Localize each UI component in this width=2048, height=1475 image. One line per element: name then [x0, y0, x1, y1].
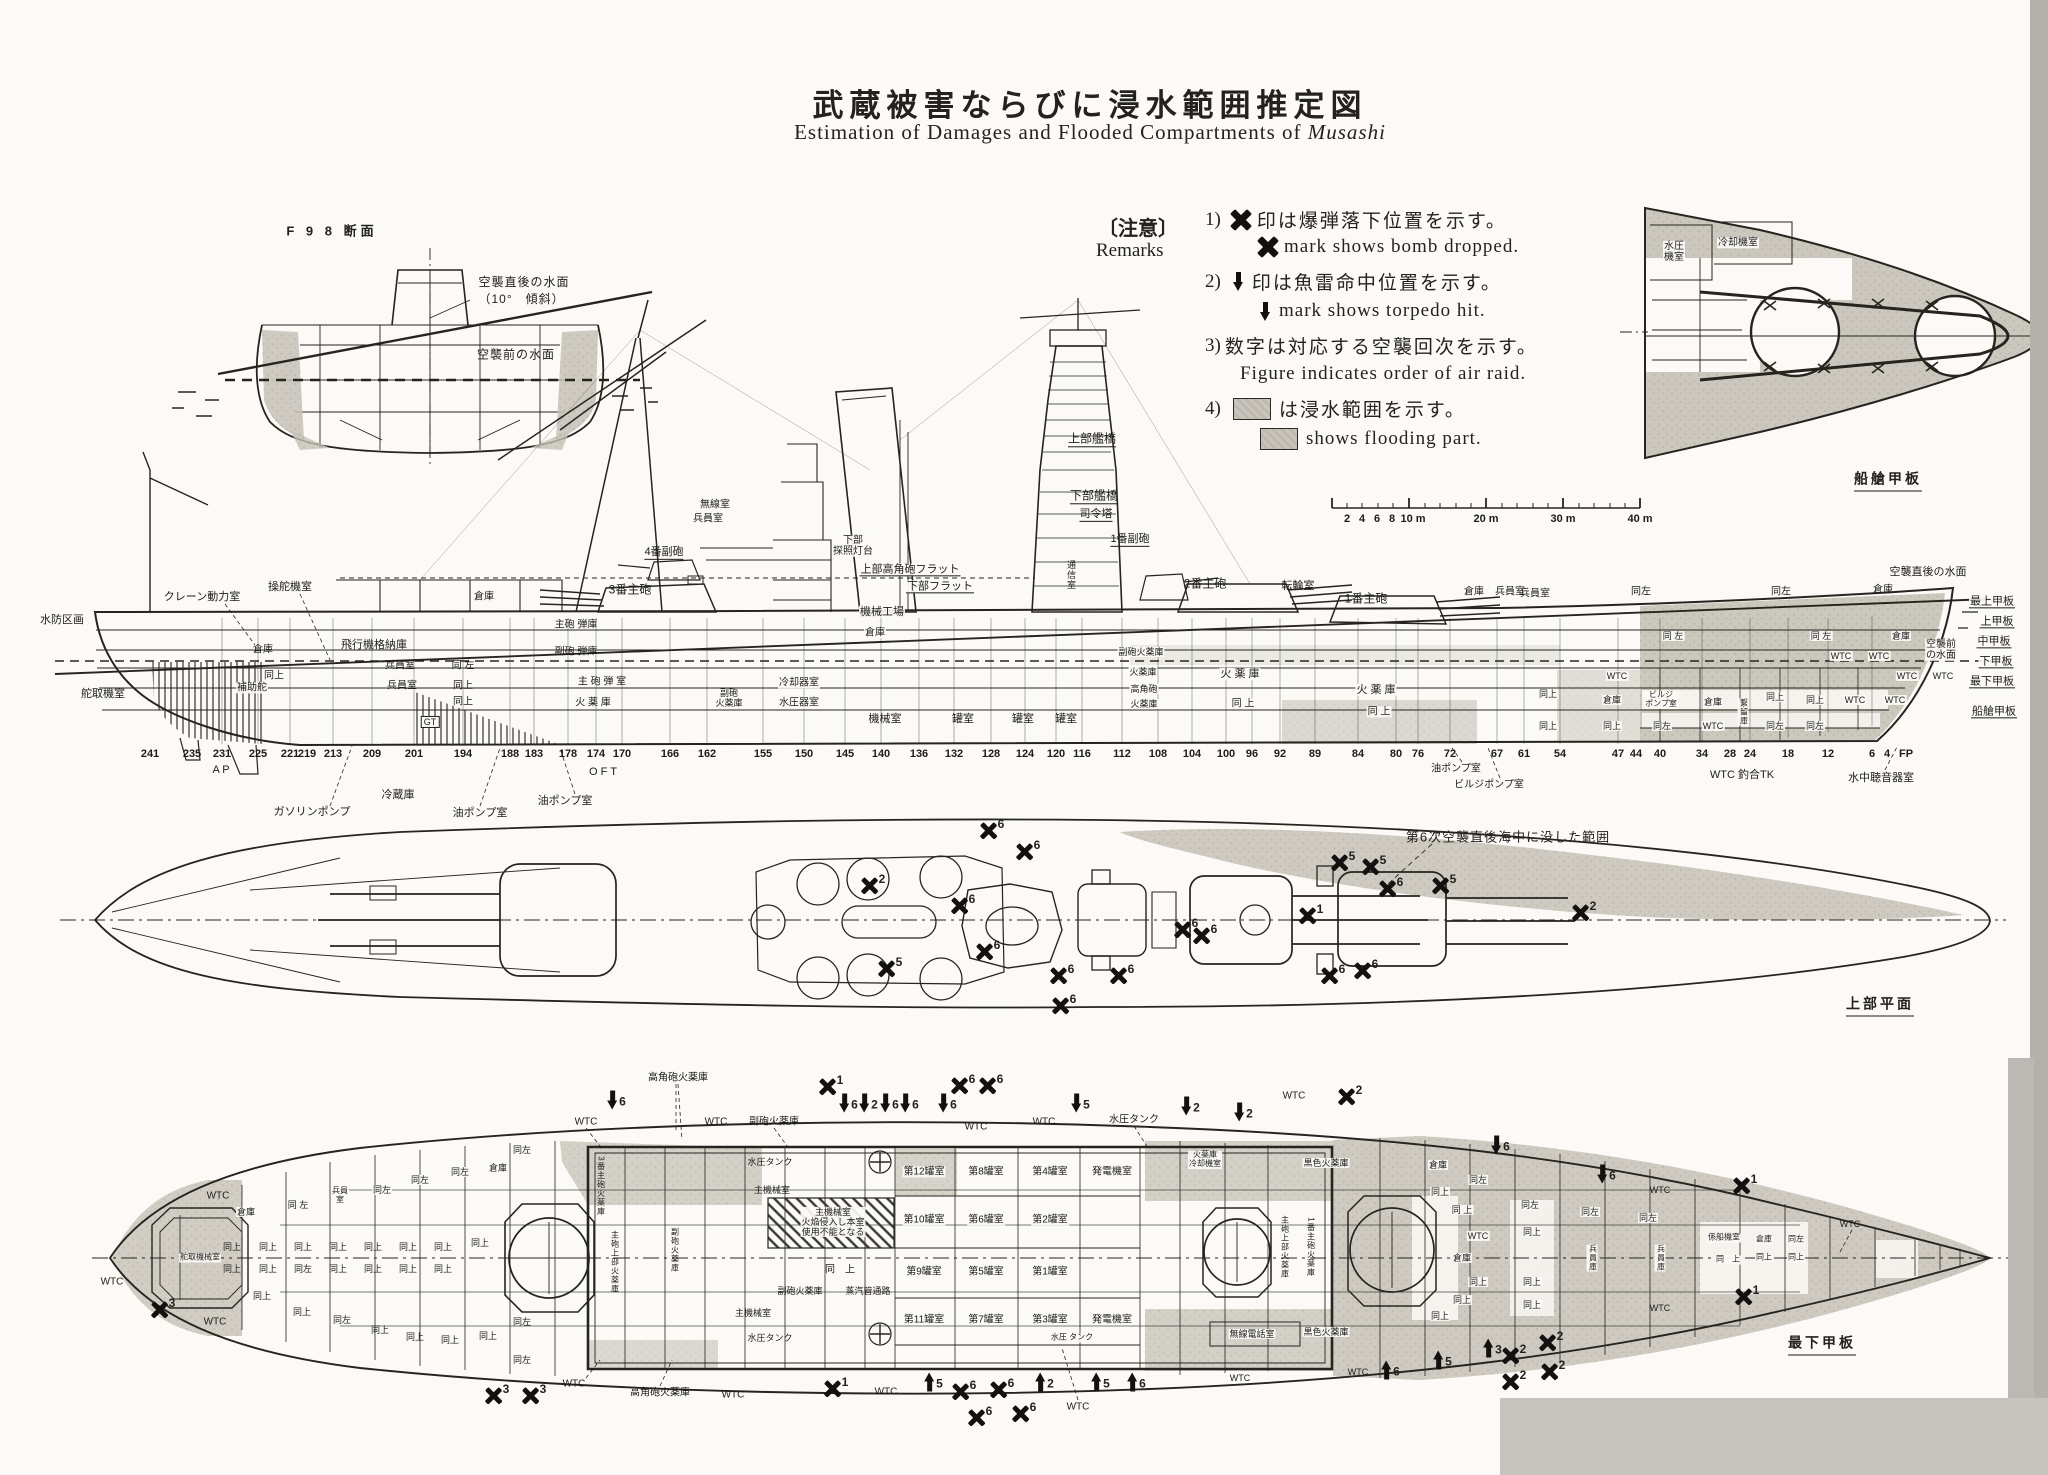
- legend-1-text-en: mark shows bomb dropped.: [1284, 236, 1520, 257]
- legend-item-1-en: mark shows bomb dropped.: [1252, 236, 1519, 258]
- remarks-heading-en: Remarks: [1096, 240, 1164, 261]
- legend-1-text-ja: 印は爆弾落下位置を示す。: [1256, 211, 1507, 232]
- legend-2-text-en: mark shows torpedo hit.: [1279, 300, 1486, 321]
- legend-item-2-ja: 2) 印は魚雷命中位置を示す。: [1205, 268, 1502, 295]
- page-title-japanese: 武蔵被害ならびに浸水範囲推定図: [812, 88, 1368, 123]
- legend-3-text-en: Figure indicates order of air raid.: [1240, 363, 1527, 384]
- f98-cross-section-drawing: [172, 248, 658, 468]
- legend-item-2-en: mark shows torpedo hit.: [1252, 300, 1486, 322]
- top-plan-drawing: [60, 818, 2006, 1009]
- legend-item-3-en: Figure indicates order of air raid.: [1240, 363, 1526, 385]
- bow-deck-inset-drawing: [1620, 206, 2048, 460]
- legend-2-number: 2): [1205, 270, 1221, 292]
- legend-3-text-ja: 数字は対応する空襲回次を示す。: [1224, 337, 1538, 358]
- legend-4-text-ja: は浸水範囲を示す。: [1278, 400, 1466, 421]
- flooding-swatch-icon: [1232, 397, 1271, 420]
- torpedo-mark-icon: [1260, 301, 1271, 321]
- hydraulic-room-label: 水圧 機室: [1663, 240, 1685, 264]
- legend-4-number: 4): [1205, 397, 1221, 419]
- bomb-mark-icon: [1231, 210, 1251, 230]
- legend-item-1-ja: 1) 印は爆弾落下位置を示す。: [1205, 206, 1507, 233]
- cooling-room-label: 冷却機室: [1717, 237, 1759, 249]
- lower-deck-plan-drawing: [92, 1083, 2010, 1401]
- legend-item-4-ja: 4) は浸水範囲を示す。: [1205, 395, 1466, 422]
- legend-4-text-en: shows flooding part.: [1306, 428, 1482, 449]
- page-title-english: Estimation of Damages and Flooded Compar…: [794, 120, 1386, 145]
- lower-plan-caption: 最下甲板: [1788, 1333, 1856, 1356]
- scale-bar: [1331, 498, 1641, 509]
- legend-1-number: 1): [1205, 208, 1221, 230]
- legend-item-4-en: shows flooding part.: [1252, 428, 1482, 450]
- title-en-prefix: Estimation of Damages and Flooded Compar…: [794, 120, 1308, 144]
- side-elevation-drawing: [54, 298, 2006, 1132]
- title-ship-name: Musashi: [1307, 120, 1386, 144]
- torpedo-mark-icon: [1232, 272, 1244, 291]
- legend-2-text-ja: 印は魚雷命中位置を示す。: [1251, 273, 1502, 294]
- remarks-heading-ja: 〔注意〕: [1098, 218, 1178, 240]
- cross-section-title: F 9 8 断面: [286, 223, 378, 239]
- flooding-swatch-icon: [1260, 428, 1298, 450]
- water-after-raid-label: 空襲直後の水面 （10° 傾斜）: [478, 275, 570, 306]
- water-before-raid-label: 空襲前の水面: [476, 347, 556, 362]
- bow-inset-caption: 船艙甲板: [1854, 469, 1922, 492]
- flooded-area-note: 第6次空襲直後海中に没した範囲: [1405, 829, 1611, 845]
- scan-artifacts: [1500, 0, 2048, 1475]
- legend-item-3-ja: 3) 数字は対応する空襲回次を示す。: [1205, 332, 1538, 359]
- bomb-mark-icon: [1258, 237, 1278, 257]
- top-plan-caption: 上部平面: [1846, 994, 1914, 1017]
- legend-3-number: 3): [1205, 334, 1221, 356]
